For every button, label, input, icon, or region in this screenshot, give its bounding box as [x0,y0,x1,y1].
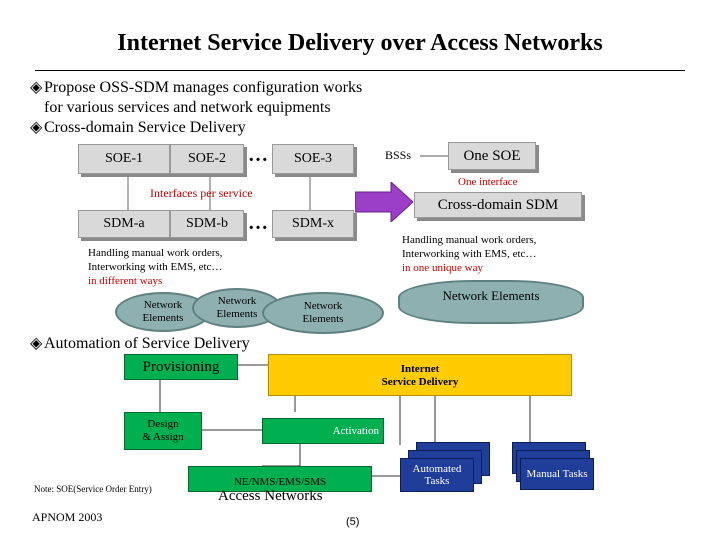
one-soe-box: One SOE [448,142,536,170]
sdm-a-box: SDM-a [78,210,170,238]
interfaces-per-service-label: Interfaces per service [150,186,253,200]
bullet-1-line-2: for various services and network equipme… [44,99,331,116]
cross-domain-sdm-box: Cross-domain SDM [414,192,582,218]
page-number: (5) [346,516,360,528]
cloud-2-label: Network Elements [216,295,258,320]
cross-domain-sdm-label: Cross-domain SDM [437,197,559,213]
page-title: Internet Service Delivery over Access Ne… [117,30,603,56]
activation-label: Activation [332,425,379,437]
left-handling-line-3: in different ways [88,275,163,287]
conference-label: APNOM 2003 [32,510,103,524]
provisioning-box: Provisioning [124,354,238,380]
bullet-3: ◈Automation of Service Delivery [30,334,250,354]
automated-line-1: Automated [412,463,462,475]
diamond-bullet-icon: ◈ [30,119,43,136]
design-line-2: & Assign [142,431,184,443]
automated-tasks-box: Automated Tasks [400,458,474,492]
soe-1-box: SOE-1 [78,144,170,174]
provisioning-label: Provisioning [142,359,220,375]
internet-service-delivery-box: Internet Service Delivery [268,354,572,396]
left-handling-line-2: Interworking with EMS, etc… [88,261,223,273]
bullet-2: ◈Cross-domain Service Delivery [30,118,246,138]
bullet-3-text: Automation of Service Delivery [44,335,250,352]
soe-1-label: SOE-1 [104,151,144,166]
design-line-1: Design [147,418,179,430]
footnote: Note: SOE(Service Order Entry) [34,484,152,494]
ne-nms-label: NE/NMS/EMS/SMS [233,476,327,488]
soe-2-label: SOE-2 [187,151,227,166]
bss-connector [420,155,450,157]
soe-ellipsis: … [248,144,268,166]
cloud-right-label: Network Elements [442,288,540,303]
soe-2-box: SOE-2 [170,144,244,174]
right-handling-line-2: Interworking with EMS, etc… [402,248,537,260]
design-assign-box: Design & Assign [124,412,202,450]
diamond-bullet-icon: ◈ [30,335,43,352]
bsss-label: BSSs [385,148,412,162]
cloud-3-label: Network Elements [302,300,344,325]
bullet-1: ◈Propose OSS-SDM manages configuration w… [30,78,362,98]
bullet-2-text: Cross-domain Service Delivery [44,119,246,136]
sdm-ellipsis: … [248,212,268,234]
isd-line-1: Internet [400,363,440,375]
network-elements-cloud-right: Network Elements [398,280,584,324]
right-handling-line-3: in one unique way [402,262,483,274]
automated-line-2: Tasks [424,475,450,487]
one-soe-label: One SOE [463,148,521,164]
sdm-a-label: SDM-a [103,216,145,231]
bullet-1-line-1: Propose OSS-SDM manages configuration wo… [44,79,363,96]
sdm-b-label: SDM-b [185,216,228,231]
left-handling-line-1: Handling manual work orders, [88,247,223,259]
sdm-x-label: SDM-x [291,216,334,231]
transformation-arrow-icon [355,182,414,222]
network-elements-cloud-3: Network Elements [262,292,384,334]
sdm-x-box: SDM-x [272,210,354,238]
soe-3-label: SOE-3 [293,151,333,166]
cloud-1-label: Network Elements [142,299,184,324]
ne-nms-box: NE/NMS/EMS/SMS [188,466,372,492]
title-divider [35,70,685,71]
diamond-bullet-icon: ◈ [30,79,43,96]
sdm-b-box: SDM-b [170,210,244,238]
manual-tasks-box: Manual Tasks [520,458,594,490]
access-networks-label: Access Networks [218,488,323,504]
right-handling-line-1: Handling manual work orders, [402,234,537,246]
soe-3-box: SOE-3 [272,144,354,174]
manual-tasks-label: Manual Tasks [526,468,588,480]
activation-box: Activation [262,418,384,444]
isd-line-2: Service Delivery [381,376,459,388]
one-interface-label: One interface [458,176,518,188]
